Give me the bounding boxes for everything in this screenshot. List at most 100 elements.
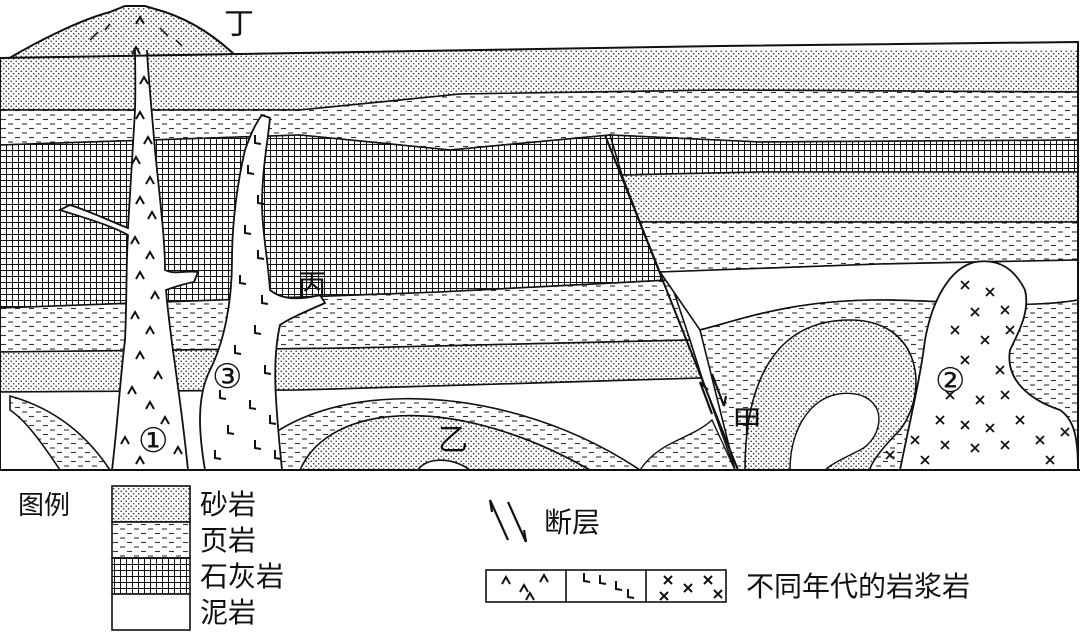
fault-line xyxy=(604,134,739,470)
magma-mark-caret xyxy=(120,434,130,445)
magma-mark-cross xyxy=(920,455,930,465)
magma-mark-caret xyxy=(135,269,145,280)
magma-mark-caret xyxy=(153,369,163,380)
legend-mark-cross xyxy=(713,589,723,599)
legend-mark-cross xyxy=(659,591,669,601)
intrusion-2 xyxy=(899,260,1079,470)
magma-mark-caret xyxy=(147,209,157,220)
magma-mark-cross xyxy=(1060,427,1070,437)
magma-mark-ell xyxy=(234,345,242,355)
magma-mark-ell xyxy=(261,295,269,305)
magma-mark-caret xyxy=(145,249,155,260)
label-intrusion-3: ③ xyxy=(212,357,242,397)
label-ding: 丁 xyxy=(224,7,254,42)
magma-mark-cross xyxy=(970,307,980,317)
magma-mark-ell xyxy=(269,415,277,425)
magma-mark-ell xyxy=(254,325,262,335)
legend-label-mudstone: 泥岩 xyxy=(200,596,256,629)
magma-mark-ell xyxy=(274,450,282,460)
magma-mark-cross xyxy=(1000,305,1010,315)
magma-mark-ell xyxy=(247,165,255,175)
magma-mark-cross xyxy=(1000,440,1010,450)
magma-mark-cross xyxy=(960,280,970,290)
magma-mark-ell xyxy=(254,135,262,145)
legend-fault-icon xyxy=(488,499,528,543)
intrusion-1-marks xyxy=(120,14,183,465)
mudstone-dome-core xyxy=(789,392,880,470)
legend-mark-cross xyxy=(703,575,713,585)
legend-mark-ell xyxy=(615,581,623,591)
legend-swatch-mudstone xyxy=(111,593,191,631)
legend-swatch-shale xyxy=(111,521,191,559)
magma-mark-caret xyxy=(173,444,183,455)
magma-mark-cross xyxy=(885,450,895,460)
legend-label-shale: 页岩 xyxy=(200,524,256,557)
magma-mark-cross xyxy=(980,335,990,345)
legend-title: 图例 xyxy=(18,491,70,521)
legend-magma-box xyxy=(485,569,727,603)
magma-mark-caret xyxy=(160,414,170,425)
magma-mark-ell xyxy=(244,225,252,235)
magma-mark-caret xyxy=(145,174,155,185)
label-yi: 乙 xyxy=(438,423,468,458)
legend-mark-ell xyxy=(583,573,591,583)
strata-group xyxy=(0,50,1079,470)
magma-mark-caret xyxy=(145,324,155,335)
magma-mark-cross xyxy=(935,415,945,425)
magma-mark-ell xyxy=(227,425,235,435)
magma-mark-cross xyxy=(1045,455,1055,465)
legend-mark-ell xyxy=(599,575,607,585)
limestone-layer-right xyxy=(608,134,1079,176)
volcano-cone xyxy=(2,5,243,61)
legend-mark-caret xyxy=(519,582,529,593)
label-intrusion-1: ① xyxy=(138,421,168,461)
magma-mark-ell xyxy=(264,365,272,375)
legend-mark-cross xyxy=(663,575,673,585)
magma-mark-caret xyxy=(135,194,145,205)
magma-mark-cross xyxy=(1005,325,1015,335)
magma-mark-cross xyxy=(1035,435,1045,445)
legend-label-sandstone: 砂岩 xyxy=(200,488,256,521)
legend-swatch-sandstone xyxy=(111,485,191,523)
intrusion-3 xyxy=(199,113,327,470)
intrusion-1 xyxy=(57,50,200,470)
magma-mark-ell xyxy=(219,390,227,400)
magma-mark-caret xyxy=(145,399,155,410)
legend-mark-cross xyxy=(683,583,693,593)
legend-mark-caret xyxy=(525,590,535,601)
legend-mark-caret xyxy=(539,572,549,583)
magma-mark-caret xyxy=(139,74,149,85)
magma-mark-cross xyxy=(975,395,985,405)
magma-mark-caret xyxy=(143,134,153,145)
section-outline xyxy=(0,40,1079,471)
magma-mark-ell xyxy=(257,250,265,260)
magma-mark-ell xyxy=(257,195,265,205)
legend-mark-ell xyxy=(627,589,635,599)
sandstone-layer-right xyxy=(620,171,1079,223)
magma-mark-cross xyxy=(995,365,1005,375)
magma-mark-caret xyxy=(135,454,145,465)
magma-mark-ell xyxy=(249,400,257,410)
shale-lens-near-fault xyxy=(639,418,736,470)
magma-mark-caret xyxy=(131,44,141,55)
magma-mark-cross xyxy=(970,443,980,453)
magma-mark-ell xyxy=(239,275,247,285)
legend-magma-marks xyxy=(501,572,723,601)
label-intrusion-2: ② xyxy=(935,361,965,401)
magma-mark-caret xyxy=(130,234,140,245)
magma-mark-cross xyxy=(985,287,995,297)
legend-swatch-limestone xyxy=(111,557,191,595)
volcano-surface-marks xyxy=(89,23,183,47)
magma-mark-cross xyxy=(1000,390,1010,400)
magma-mark-cross xyxy=(960,355,970,365)
magma-mark-cross xyxy=(960,420,970,430)
magma-mark-caret xyxy=(131,154,141,165)
magma-mark-caret xyxy=(127,384,137,395)
legend-label-fault: 断层 xyxy=(544,506,600,539)
magma-mark-cross xyxy=(945,390,955,400)
magma-mark-ell xyxy=(254,440,262,450)
legend-mark-caret xyxy=(501,574,511,585)
magma-mark-cross xyxy=(940,440,950,450)
magma-mark-cross xyxy=(910,435,920,445)
